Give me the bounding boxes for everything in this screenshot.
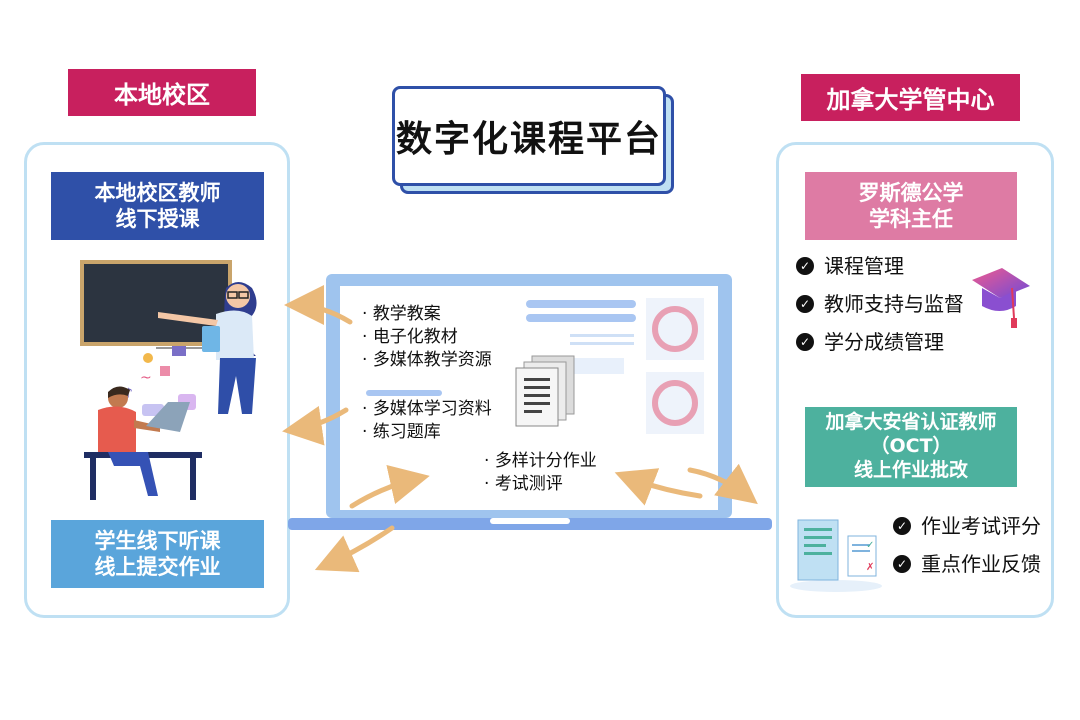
arrow-platform-to-teacher [284, 285, 353, 326]
grading-documents-icon: ✓ ✗ [790, 519, 882, 592]
local-teacher-line1: 本地校区教师 [94, 180, 221, 205]
local-teacher-line2: 线下授课 [115, 207, 200, 231]
oct-line2: （OCT） [870, 435, 952, 458]
list-item: 教学教案 [362, 303, 492, 326]
arrow-student-to-platform [349, 464, 430, 509]
student-line1: 学生线下听课 [94, 528, 221, 553]
arrow-platform-to-oct [687, 463, 758, 505]
list-item: ✓ 作业考试评分 [893, 507, 1041, 545]
check-icon: ✓ [796, 295, 814, 313]
svg-text:✗: ✗ [866, 562, 874, 573]
graduation-cap-icon [972, 268, 1030, 328]
arrow-platform-to-student [282, 405, 349, 446]
duty-label: 重点作业反馈 [921, 552, 1041, 576]
duty-label: 学分成绩管理 [824, 330, 944, 354]
director-line2: 学科主任 [869, 207, 953, 231]
duty-label: 教师支持与监督 [824, 292, 964, 316]
local-campus-tag-label: 本地校区 [114, 81, 210, 109]
check-icon: ✓ [893, 517, 911, 535]
list-item: 电子化教材 [362, 326, 492, 349]
platform-title: 数字化课程平台 [395, 119, 662, 160]
oct-teacher-box: 加拿大安省认证教师 （OCT） 线上作业批改 [805, 407, 1017, 487]
list-item: ✓ 重点作业反馈 [893, 545, 1041, 583]
learning-resources-list: 多媒体学习资料 练习题库 [362, 398, 492, 444]
list-item: ✓ 学分成绩管理 [796, 323, 964, 361]
director-line1: 罗斯德公学 [858, 180, 964, 205]
oct-line3: 线上作业批改 [853, 458, 968, 481]
director-box: 罗斯德公学 学科主任 [805, 172, 1017, 240]
canada-center-tag: 加拿大学管中心 [801, 74, 1020, 121]
assessment-list: 多样计分作业 考试测评 [484, 450, 597, 496]
list-item: 多媒体学习资料 [362, 398, 492, 421]
duty-label: 作业考试评分 [921, 514, 1041, 538]
title-card-front: 数字化课程平台 [392, 86, 666, 186]
check-icon: ✓ [893, 555, 911, 573]
director-duties-list: ✓ 课程管理 ✓ 教师支持与监督 ✓ 学分成绩管理 [796, 247, 964, 361]
list-item: ✓ 教师支持与监督 [796, 285, 964, 323]
list-item: 多媒体教学资源 [362, 349, 492, 372]
arrow-platform-down-left [314, 525, 395, 573]
oct-line1: 加拿大安省认证教师 [825, 411, 997, 434]
platform-title-card: 数字化课程平台 [392, 86, 674, 194]
list-item: 考试测评 [484, 473, 597, 496]
oct-duties-list: ✓ 作业考试评分 ✓ 重点作业反馈 [893, 507, 1041, 583]
duty-label: 课程管理 [824, 254, 904, 278]
classroom-illustration: ~ ♪ [80, 260, 257, 500]
student-figure-icon [84, 386, 202, 500]
teacher-figure-icon [158, 282, 257, 414]
svg-text:✓: ✓ [866, 540, 874, 551]
check-icon: ✓ [796, 257, 814, 275]
svg-text:~: ~ [140, 370, 152, 386]
canada-center-tag-label: 加拿大学管中心 [826, 86, 995, 114]
teaching-resources-list: 教学教案 电子化教材 多媒体教学资源 [362, 303, 492, 372]
check-icon: ✓ [796, 333, 814, 351]
list-item: ✓ 课程管理 [796, 247, 964, 285]
arrow-oct-to-platform [614, 468, 703, 506]
local-campus-tag: 本地校区 [68, 69, 256, 116]
list-item: 练习题库 [362, 421, 492, 444]
local-teacher-box: 本地校区教师 线下授课 [51, 172, 264, 240]
list-item: 多样计分作业 [484, 450, 597, 473]
student-box: 学生线下听课 线上提交作业 [51, 520, 264, 588]
documents-icon [515, 355, 575, 427]
student-line2: 线上提交作业 [94, 555, 221, 579]
